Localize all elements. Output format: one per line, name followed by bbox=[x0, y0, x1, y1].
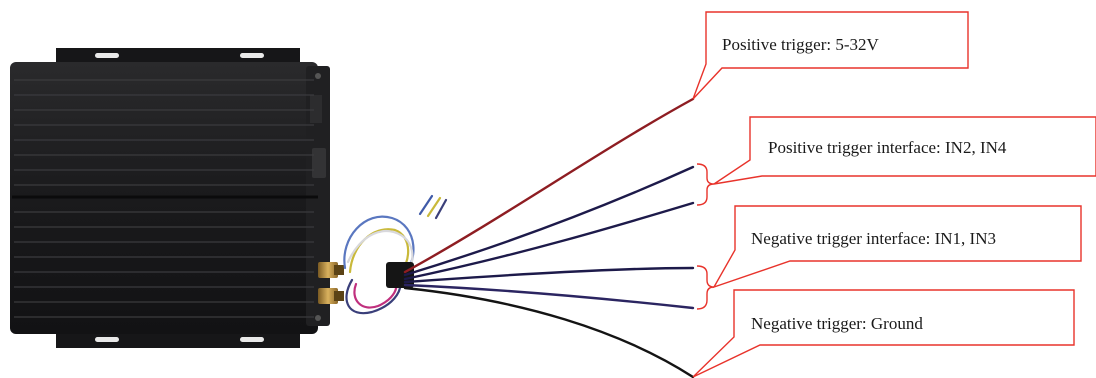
gold-connectors bbox=[318, 262, 344, 304]
callout-positive-trigger-interface: Positive trigger interface: IN2, IN4 bbox=[696, 116, 1096, 206]
wire-positive-trigger bbox=[403, 97, 695, 274]
top-mounting-flange bbox=[56, 48, 300, 64]
bottom-flange-slot-right bbox=[240, 337, 264, 342]
positive-interface-bracket bbox=[696, 163, 715, 206]
gold-connector-lower bbox=[318, 288, 338, 304]
dvr-device bbox=[10, 48, 344, 348]
callout-positive-trigger-interface-label: Positive trigger interface: IN2, IN4 bbox=[768, 138, 1007, 157]
callout-positive-trigger-interface-box bbox=[713, 116, 1096, 185]
callout-negative-trigger-interface-label: Negative trigger interface: IN1, IN3 bbox=[751, 229, 996, 248]
top-flange-slot-left bbox=[95, 53, 119, 58]
callouts: Positive trigger: 5-32V Positive trigger… bbox=[692, 11, 1096, 378]
wire-negative-interface-upper bbox=[403, 266, 695, 284]
wire-positive-interface-upper bbox=[403, 165, 695, 277]
gold-connector-upper bbox=[318, 262, 338, 278]
trigger-wires bbox=[403, 97, 695, 378]
wire-negative-trigger bbox=[403, 286, 695, 378]
callout-positive-trigger-box bbox=[692, 11, 969, 100]
callout-negative-trigger-interface: Negative trigger interface: IN1, IN3 bbox=[696, 205, 1082, 310]
bottom-mounting-flange bbox=[56, 332, 300, 348]
callout-positive-trigger: Positive trigger: 5-32V bbox=[692, 11, 969, 100]
heatsink-ribs bbox=[14, 79, 314, 318]
negative-interface-bracket bbox=[696, 265, 715, 310]
wire-loops bbox=[343, 194, 448, 315]
bottom-flange-slot-left bbox=[95, 337, 119, 342]
callout-negative-trigger-interface-box bbox=[712, 205, 1082, 289]
callout-negative-trigger: Negative trigger: Ground bbox=[692, 289, 1075, 378]
wire-positive-interface-lower bbox=[403, 201, 695, 281]
wire-negative-interface-lower bbox=[403, 283, 695, 310]
callout-negative-trigger-box bbox=[692, 289, 1075, 378]
callout-positive-trigger-label: Positive trigger: 5-32V bbox=[722, 35, 879, 54]
top-flange-slot-right bbox=[240, 53, 264, 58]
callout-negative-trigger-label: Negative trigger: Ground bbox=[751, 314, 923, 333]
